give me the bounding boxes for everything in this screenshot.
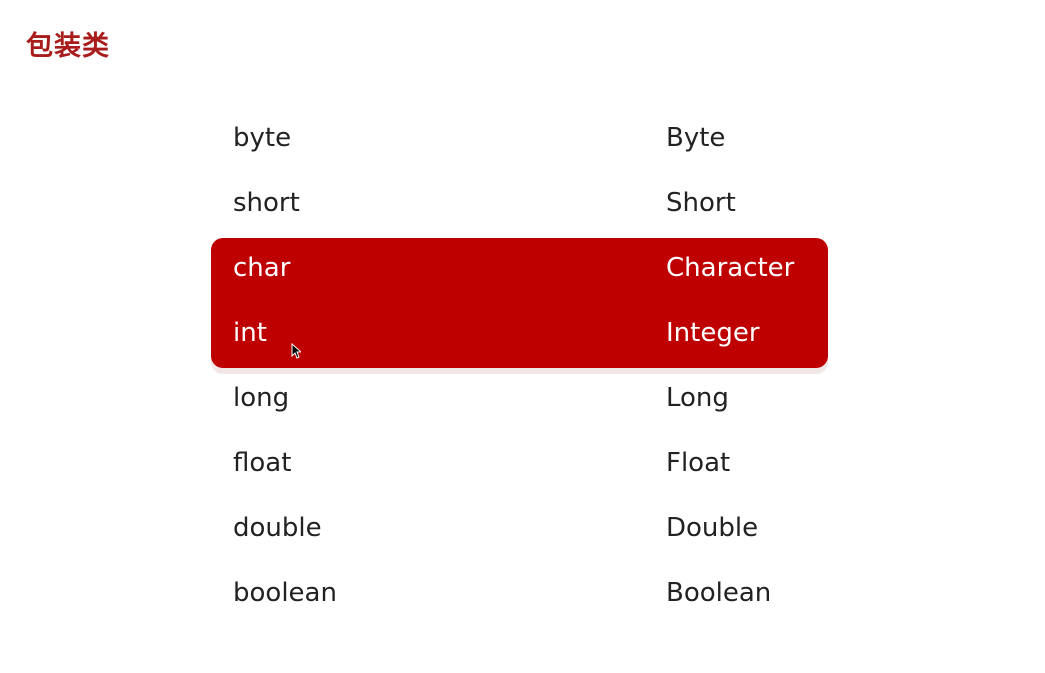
table-row-float: float Float — [0, 431, 1045, 496]
primitive-type-label: char — [233, 253, 291, 283]
mouse-pointer-icon — [291, 343, 301, 359]
page-title: 包装类 — [26, 31, 110, 62]
wrapper-class-label: Byte — [666, 123, 726, 153]
wrapper-class-label: Float — [666, 448, 731, 478]
wrapper-class-label: Integer — [666, 318, 760, 348]
table-row-byte: byte Byte — [0, 106, 1045, 171]
table-row-short: short Short — [0, 171, 1045, 236]
primitive-type-label: int — [233, 318, 267, 348]
table-row-boolean: boolean Boolean — [0, 561, 1045, 626]
wrapper-class-label: Character — [666, 253, 795, 283]
highlight-box — [211, 238, 828, 368]
primitive-type-label: short — [233, 188, 300, 218]
primitive-type-label: double — [233, 513, 322, 543]
table-row-long: long Long — [0, 366, 1045, 431]
wrapper-class-label: Double — [666, 513, 759, 543]
primitive-type-label: boolean — [233, 578, 337, 608]
wrapper-class-label: Boolean — [666, 578, 772, 608]
primitive-type-label: long — [233, 383, 290, 413]
table-row-char: char Character — [0, 236, 1045, 301]
table-row-double: double Double — [0, 496, 1045, 561]
table-row-int: int Integer — [0, 301, 1045, 366]
primitive-type-label: byte — [233, 123, 292, 153]
wrapper-class-label: Short — [666, 188, 736, 218]
primitive-type-label: float — [233, 448, 292, 478]
wrapper-class-label: Long — [666, 383, 729, 413]
